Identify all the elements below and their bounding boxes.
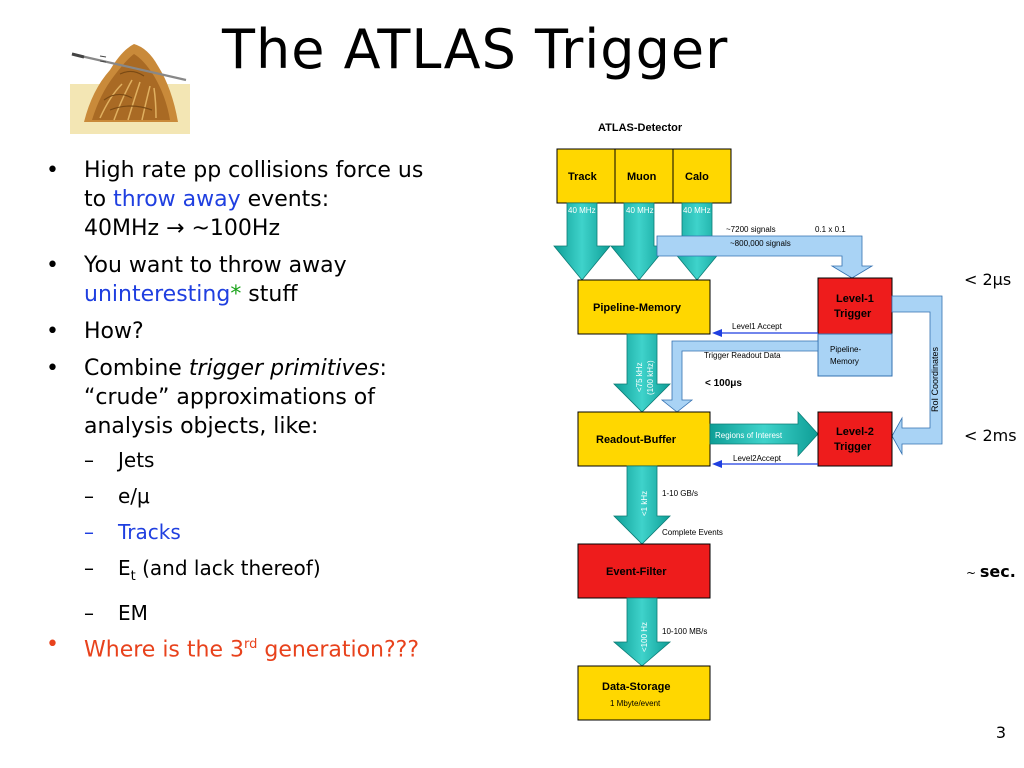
svg-text:Event-Filter: Event-Filter bbox=[606, 566, 667, 578]
pipeline-to-readout-arrow: <75 kHz (100 kHz) bbox=[613, 333, 671, 413]
detector-title: ATLAS-Detector bbox=[598, 122, 683, 134]
level2-accept-arrow: Level2Accept bbox=[712, 454, 818, 468]
timing-level1: < 2μs bbox=[964, 270, 1012, 289]
level1-accept-arrow: Level1 Accept bbox=[712, 322, 818, 337]
atlas-trigger-diagram: ATLAS-Detector Track Muon Calo 40 MHz 40… bbox=[553, 122, 943, 721]
svg-text:Pipeline-: Pipeline- bbox=[830, 345, 861, 354]
slide-title: The ATLAS Trigger bbox=[222, 18, 729, 81]
trigger-readout-arrow: Trigger Readout Data < 100μs bbox=[660, 340, 819, 413]
event-filter-box bbox=[577, 543, 711, 599]
track-box bbox=[556, 148, 616, 204]
filter-to-storage-arrow: <100 Hz 10-100 MB/s bbox=[612, 597, 707, 667]
bullet-list: • High rate pp collisions force us to th… bbox=[42, 156, 512, 672]
bullet-high-rate: • High rate pp collisions force us to th… bbox=[46, 158, 424, 241]
svg-text:Trigger: Trigger bbox=[834, 441, 872, 453]
signals-arrow: ~7200 signals 0.1 x 0.1 ~800,000 signals bbox=[656, 225, 874, 279]
sub-item-em: –EM bbox=[84, 601, 148, 625]
level1-trigger-box bbox=[817, 277, 893, 335]
pipeline-memory-box bbox=[577, 279, 711, 335]
svg-text:Level2Accept: Level2Accept bbox=[733, 454, 782, 463]
sub-item-et: –Et (and lack thereof) bbox=[84, 556, 321, 584]
asterisk: * bbox=[230, 282, 242, 307]
svg-text:Level-2: Level-2 bbox=[836, 426, 874, 438]
page-number: 3 bbox=[995, 723, 1006, 742]
svg-text:~800,000 signals: ~800,000 signals bbox=[730, 239, 791, 248]
bullet-how: • How? bbox=[46, 319, 144, 344]
svg-text:Memory: Memory bbox=[830, 357, 859, 366]
svg-text:1 Mbyte/event: 1 Mbyte/event bbox=[610, 699, 661, 708]
bullet-third-generation: • Where is the 3rd generation??? bbox=[46, 632, 420, 663]
highlight-throw-away: throw away bbox=[113, 187, 241, 212]
svg-text:Level-1: Level-1 bbox=[836, 293, 874, 305]
svg-text:< 100μs: < 100μs bbox=[705, 378, 742, 389]
svg-text:1-10 GB/s: 1-10 GB/s bbox=[662, 489, 698, 498]
level2-trigger-box bbox=[817, 411, 893, 467]
calo-box bbox=[672, 148, 732, 204]
svg-text:Data-Storage: Data-Storage bbox=[602, 681, 670, 693]
svg-text:10-100 MB/s: 10-100 MB/s bbox=[662, 627, 707, 636]
svg-text:Level1 Accept: Level1 Accept bbox=[732, 322, 783, 331]
highlight-uninteresting: uninteresting bbox=[84, 282, 231, 307]
roi-coordinates-arrow: RoI Coordinates bbox=[891, 295, 943, 456]
sub-item-e-mu: –e/μ bbox=[84, 484, 150, 508]
svg-text:Complete Events: Complete Events bbox=[662, 528, 723, 537]
haystack-needle-image bbox=[70, 44, 190, 134]
detector-arrows: 40 MHz 40 MHz 40 MHz bbox=[553, 202, 726, 281]
timing-level2: < 2ms bbox=[964, 426, 1017, 445]
detector-boxes: Track Muon Calo bbox=[556, 148, 732, 204]
bullet-throw-away: • You want to throw away uninteresting* … bbox=[46, 253, 347, 307]
regions-of-interest-arrow: Regions of Interest bbox=[709, 410, 819, 458]
bullet-combine: • Combine trigger primitives: “crude” ap… bbox=[42, 354, 512, 626]
svg-text:40 MHz: 40 MHz bbox=[568, 206, 596, 215]
rate-reduction-text: 40MHz → ~100Hz bbox=[84, 216, 281, 241]
data-storage-box bbox=[577, 665, 711, 721]
svg-text:Track: Track bbox=[568, 171, 598, 183]
readout-to-filter-arrow: <1 kHz 1-10 GB/s Complete Events bbox=[613, 465, 723, 545]
svg-text:40 MHz: 40 MHz bbox=[683, 206, 711, 215]
pipeline-memory-small-box bbox=[817, 333, 893, 377]
svg-text:Calo: Calo bbox=[685, 171, 709, 183]
svg-text:0.1 x 0.1: 0.1 x 0.1 bbox=[815, 225, 846, 234]
svg-text:<75 kHz: <75 kHz bbox=[635, 362, 644, 392]
svg-text:Trigger Readout Data: Trigger Readout Data bbox=[704, 351, 781, 360]
svg-text:Readout-Buffer: Readout-Buffer bbox=[596, 434, 677, 446]
timing-event-filter: ~ sec. bbox=[966, 562, 1016, 581]
bullet-text: High rate pp collisions force us bbox=[84, 158, 424, 183]
svg-text:RoI Coordinates: RoI Coordinates bbox=[930, 346, 940, 412]
svg-text:40 MHz: 40 MHz bbox=[626, 206, 654, 215]
highlight-trigger-primitives: trigger primitives bbox=[188, 356, 380, 381]
sub-bullet-list: –Jets –e/μ –Tracks –Et (and lack thereof… bbox=[84, 447, 512, 626]
svg-text:Trigger: Trigger bbox=[834, 308, 872, 320]
svg-text:Regions of Interest: Regions of Interest bbox=[715, 431, 783, 440]
svg-text:~7200 signals: ~7200 signals bbox=[726, 225, 776, 234]
svg-text:Muon: Muon bbox=[627, 171, 657, 183]
sub-item-jets: –Jets bbox=[84, 448, 155, 472]
readout-buffer-box bbox=[577, 411, 711, 467]
svg-text:Pipeline-Memory: Pipeline-Memory bbox=[593, 302, 682, 314]
sub-item-tracks: –Tracks bbox=[84, 520, 181, 544]
svg-text:<1 kHz: <1 kHz bbox=[640, 491, 649, 516]
svg-text:<100 Hz: <100 Hz bbox=[640, 622, 649, 652]
svg-text:(100 kHz): (100 kHz) bbox=[646, 360, 655, 395]
